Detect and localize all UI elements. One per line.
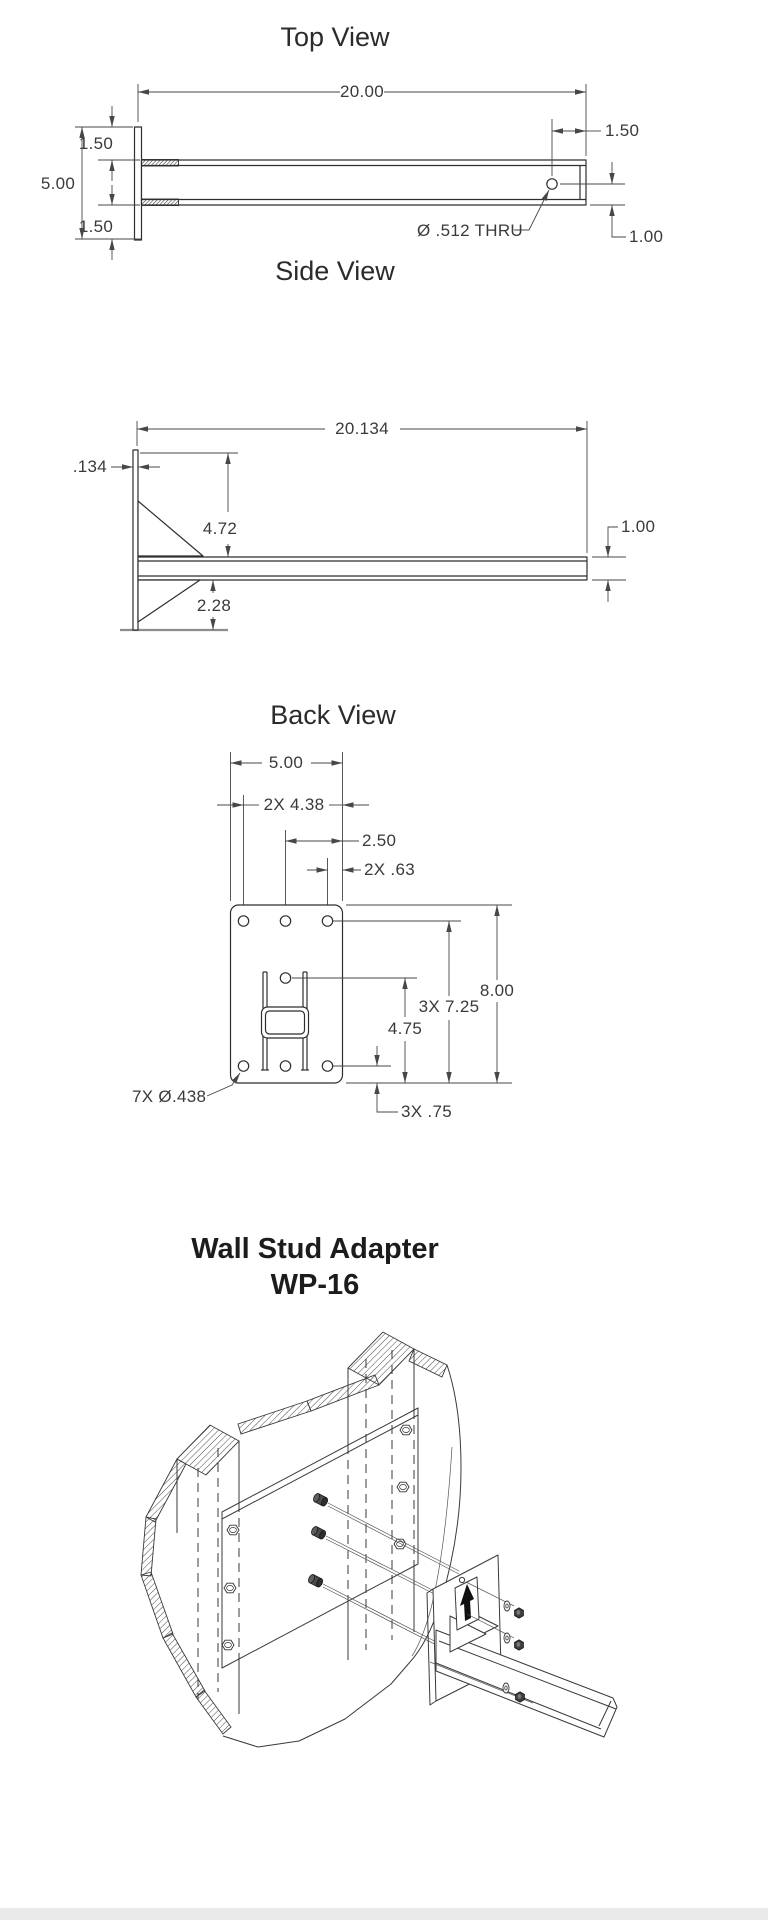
- stud-right-cut-face: [347, 1331, 415, 1386]
- dim-holes-col-inner: 2X .63: [364, 860, 415, 879]
- product-title: Wall Stud Adapter: [191, 1233, 439, 1265]
- gusset-upper: [137, 500, 204, 557]
- dim-holes-cols-outer: 2X 4.38: [264, 795, 325, 814]
- back-view-title: Back View: [270, 700, 396, 730]
- mount-plate-side: [132, 449, 139, 631]
- dim-height: 5.00: [41, 174, 75, 193]
- dim-hole-from-end: 1.50: [605, 121, 639, 140]
- dim-holes-col-mid: 2.50: [362, 831, 396, 850]
- tube-section-outer: [260, 1006, 310, 1039]
- side-view: Side View 20.134 .134 4.72 2.28: [73, 256, 655, 632]
- dim-upper-height: 4.72: [203, 519, 237, 538]
- hex-screw: [221, 1639, 235, 1651]
- washer: [503, 1632, 511, 1644]
- dim-offset-top: 1.50: [79, 134, 113, 153]
- dim-holes-rows: 3X 7.25: [419, 997, 480, 1016]
- dim-hole-from-bottom: 1.00: [629, 227, 663, 246]
- fasteners: [429, 1581, 534, 1704]
- tube-arm-side: [137, 556, 588, 581]
- hex-nut: [515, 1691, 525, 1703]
- hex-screw: [399, 1424, 413, 1436]
- hex-nut: [514, 1607, 524, 1619]
- bracket-hole: [458, 1576, 466, 1584]
- hex-screw: [226, 1524, 240, 1536]
- dim-hole-dia: 7X Ø.438: [132, 1087, 206, 1106]
- stud-left-cut-face: [176, 1424, 240, 1476]
- dim-lower-height: 2.28: [197, 596, 231, 615]
- dim-side-length: 20.134: [335, 419, 389, 438]
- top-view-title: Top View: [280, 22, 390, 52]
- hex-screw: [396, 1481, 410, 1493]
- page-edge-shadow: [0, 1908, 768, 1920]
- wall-break-hatch: [140, 1331, 448, 1735]
- weld-top: [141, 159, 179, 167]
- dim-length: 20.00: [340, 82, 384, 101]
- wall-stud-left: [176, 1441, 240, 1714]
- dim-plate-thickness: .134: [73, 457, 107, 476]
- side-view-title: Side View: [275, 256, 395, 286]
- thru-hole: [546, 178, 558, 190]
- dim-offset-bottom: 1.50: [79, 217, 113, 236]
- mount-holes: [237, 915, 334, 1072]
- iso-view: Wall Stud Adapter WP-16: [140, 1233, 618, 1748]
- mount-plate-edge: [133, 126, 143, 241]
- dim-plate-height: 8.00: [480, 981, 514, 1000]
- top-view: Top View 20.00 1.50 1.50 5.00: [41, 22, 663, 260]
- weld-bottom: [141, 198, 179, 206]
- dim-holes-bottom: 3X .75: [401, 1102, 452, 1121]
- gusset-lower: [137, 579, 201, 623]
- washer: [502, 1682, 510, 1694]
- dim-tube-height: 1.00: [621, 517, 655, 536]
- wall-stud-right: [347, 1349, 415, 1660]
- product-code: WP-16: [271, 1269, 360, 1301]
- dim-center-hole: 4.75: [388, 1019, 422, 1038]
- hex-nut: [514, 1639, 524, 1651]
- tube-section-inner: [264, 1010, 306, 1035]
- back-view: Back View 5.00 2X 4.38 2.50 2X .63: [132, 700, 514, 1121]
- hex-screw: [223, 1582, 237, 1594]
- up-arrow-icon: [460, 1584, 474, 1606]
- dim-plate-width: 5.00: [269, 753, 303, 772]
- washer: [503, 1600, 511, 1612]
- dim-hole-note: Ø .512 THRU: [417, 221, 523, 240]
- tube-arm: [140, 159, 587, 206]
- back-plate: [229, 904, 344, 1084]
